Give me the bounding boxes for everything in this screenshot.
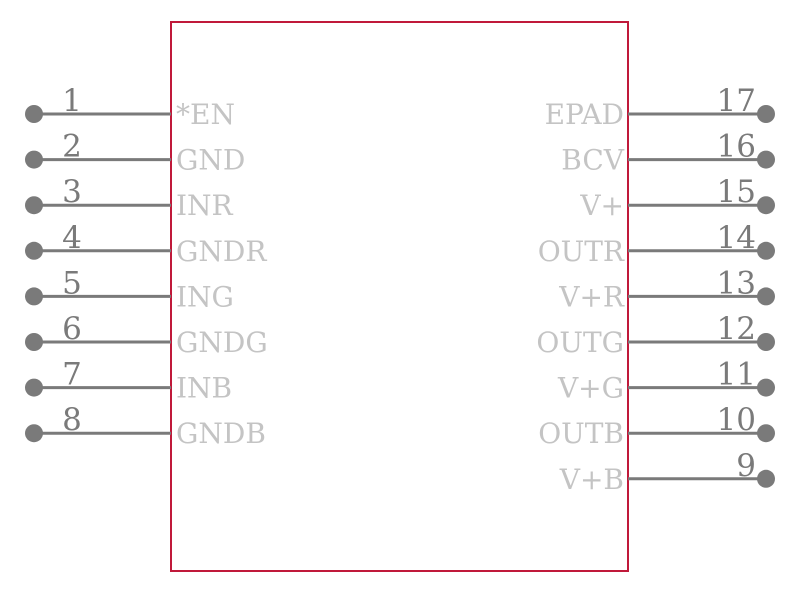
pin-5: 5 ING — [25, 265, 234, 313]
pin-endpoint — [757, 196, 775, 215]
pin-number: 11 — [717, 357, 756, 393]
pin-label: V+R — [558, 280, 625, 313]
pin-number: 8 — [62, 402, 82, 438]
pin-number: 13 — [717, 265, 756, 301]
pin-label: INB — [176, 372, 232, 405]
pin-number: 17 — [717, 83, 756, 119]
pin-number: 16 — [717, 129, 756, 165]
pin-endpoint — [757, 378, 775, 397]
pin-number: 5 — [62, 265, 82, 301]
pin-label: OUTG — [536, 326, 624, 359]
pin-label: OUTR — [538, 235, 625, 268]
pin-endpoint — [25, 378, 43, 397]
pin-14: 14 OUTR — [538, 220, 775, 268]
pin-endpoint — [757, 241, 775, 260]
pin-label: GNDR — [176, 235, 267, 268]
pin-label: ING — [176, 280, 234, 313]
pin-label: *EN — [176, 98, 235, 131]
pin-endpoint — [25, 241, 43, 260]
pin-endpoint — [25, 105, 43, 123]
pin-endpoint — [757, 105, 775, 123]
pin-number: 2 — [62, 129, 82, 165]
pin-2: 2 GND — [25, 129, 245, 177]
pin-endpoint — [757, 333, 775, 351]
pin-endpoint — [25, 196, 43, 215]
pin-endpoint — [757, 424, 775, 443]
pin-number: 9 — [736, 448, 756, 484]
pin-label: V+B — [559, 463, 624, 496]
pin-label: EPAD — [545, 98, 624, 131]
pin-13: 13 V+R — [558, 265, 775, 313]
pin-3: 3 INR — [25, 174, 234, 222]
pin-label: GNDB — [176, 417, 266, 450]
pin-8: 8 GNDB — [25, 402, 266, 450]
pin-endpoint — [25, 287, 43, 306]
pin-endpoint — [757, 469, 775, 488]
pin-11: 11 V+G — [557, 357, 775, 405]
pin-endpoint — [757, 287, 775, 306]
pin-9: 9 V+B — [559, 448, 775, 496]
pin-10: 10 OUTB — [538, 402, 775, 450]
pin-label: BCV — [561, 144, 625, 177]
pin-6: 6 GNDG — [25, 311, 268, 359]
pin-label: INR — [176, 189, 234, 222]
pin-number: 1 — [62, 83, 82, 119]
pin-endpoint — [757, 150, 775, 169]
pin-label: GND — [176, 144, 245, 177]
pin-17: 17 EPAD — [545, 83, 775, 131]
pin-label: GNDG — [176, 326, 268, 359]
pin-4: 4 GNDR — [25, 220, 267, 268]
pin-number: 10 — [717, 402, 756, 438]
pin-label: OUTB — [538, 417, 624, 450]
pin-12: 12 OUTG — [536, 311, 775, 359]
pin-number: 6 — [62, 311, 82, 347]
pin-number: 12 — [717, 311, 756, 347]
right-pin-group: 17 EPAD 16 BCV 15 V+ 14 OUTR 13 V+R 12 OUTG 11 V+G 10 O… — [536, 83, 775, 496]
pin-label: V+ — [579, 189, 624, 222]
pin-number: 4 — [62, 220, 82, 256]
pin-endpoint — [25, 424, 43, 443]
pin-7: 7 INB — [25, 357, 232, 405]
pin-16: 16 BCV — [561, 129, 775, 177]
pin-number: 14 — [717, 220, 756, 256]
left-pin-group: 1 *EN 2 GND 3 INR 4 GNDR 5 ING 6 GNDG 7 INB 8 GNDB — [25, 83, 268, 450]
pin-endpoint — [25, 333, 43, 351]
pin-15: 15 V+ — [579, 174, 775, 222]
pin-endpoint — [25, 150, 43, 169]
pin-number: 15 — [717, 174, 756, 210]
pin-label: V+G — [557, 372, 624, 405]
component-body — [170, 21, 629, 572]
pin-number: 7 — [62, 357, 82, 393]
pin-1: 1 *EN — [25, 83, 235, 131]
pin-number: 3 — [62, 174, 82, 210]
